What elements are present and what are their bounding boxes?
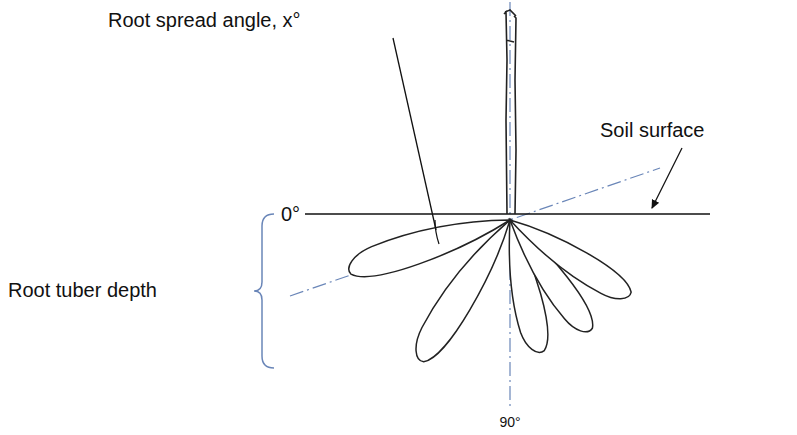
angle-label: 0° bbox=[281, 202, 300, 226]
leader-line bbox=[393, 38, 436, 230]
dimension-label: Root tuber depth bbox=[8, 278, 157, 302]
callout-label: Soil surface bbox=[600, 118, 705, 142]
root-tubers bbox=[344, 204, 637, 369]
plant-stem bbox=[504, 10, 516, 214]
vertical-axis bbox=[509, 2, 510, 410]
callout-label: Root spread angle, x° bbox=[108, 8, 301, 32]
depth-bracket bbox=[254, 214, 274, 368]
angle-arc bbox=[435, 220, 439, 244]
leader-arrow bbox=[652, 148, 682, 208]
angle-label: 90° bbox=[499, 414, 520, 431]
